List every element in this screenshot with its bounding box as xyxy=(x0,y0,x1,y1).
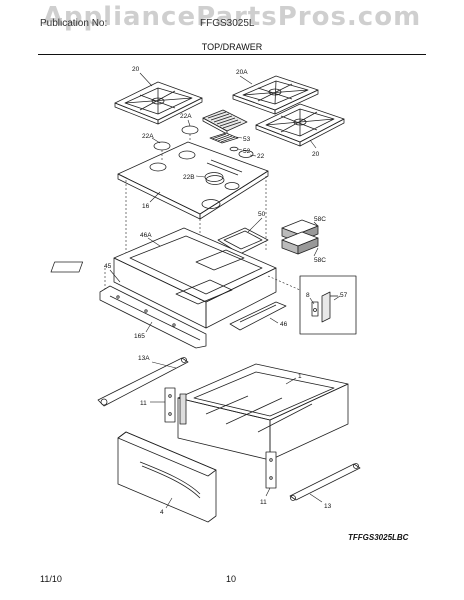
label-46a[interactable]: 46A xyxy=(140,232,152,239)
title-divider xyxy=(38,54,426,55)
label-22a-left[interactable]: 22A xyxy=(142,133,154,140)
label-20-right[interactable]: 20 xyxy=(312,151,320,158)
label-13a[interactable]: 13A xyxy=(138,355,150,362)
label-46[interactable]: 46 xyxy=(280,321,288,328)
grate-left[interactable] xyxy=(114,81,203,125)
label-4[interactable]: 4 xyxy=(160,509,164,516)
part-8[interactable] xyxy=(311,301,319,317)
bracket-11-right[interactable] xyxy=(265,451,277,489)
drawer-rail-13a[interactable] xyxy=(97,357,189,407)
label-8[interactable]: 8 xyxy=(306,292,310,299)
burner-cap-22[interactable] xyxy=(238,150,254,158)
footer-date: 11/10 xyxy=(40,574,62,584)
model-label: FFGS3025L xyxy=(200,18,255,29)
griddle-insert[interactable] xyxy=(202,109,248,135)
part-57[interactable] xyxy=(321,291,338,323)
footer-page-number: 10 xyxy=(226,574,237,584)
watermark: AppliancePartsPros.com xyxy=(42,2,422,32)
label-52[interactable]: 52 xyxy=(243,148,251,155)
diagram-code: TFFGS3025LBC xyxy=(348,533,409,542)
drawer-box[interactable] xyxy=(177,363,349,461)
label-45[interactable]: 45 xyxy=(104,263,112,270)
drawer-front-panel[interactable] xyxy=(117,431,217,523)
label-165[interactable]: 165 xyxy=(134,333,145,340)
label-22b[interactable]: 22B xyxy=(183,174,195,181)
label-57[interactable]: 57 xyxy=(340,292,348,299)
label-11-right[interactable]: 11 xyxy=(260,499,267,506)
label-20a[interactable]: 20A xyxy=(236,69,248,76)
label-58c-top[interactable]: 58C xyxy=(314,216,326,223)
grate-right[interactable] xyxy=(255,103,345,147)
label-13[interactable]: 13 xyxy=(324,503,332,510)
burner-cap-22a-left[interactable] xyxy=(153,141,171,151)
leader-lines xyxy=(109,72,341,509)
burner-cap-22a-top[interactable] xyxy=(181,125,199,135)
grate-20a[interactable] xyxy=(232,75,319,115)
part-53[interactable] xyxy=(209,132,239,144)
part-58c-blocks[interactable] xyxy=(281,219,319,255)
bracket-11-left[interactable] xyxy=(164,387,176,423)
label-22[interactable]: 22 xyxy=(257,153,265,160)
inset-box xyxy=(299,275,357,335)
part-number-labels: 20 20A 20 22A 22A 53 52 22 22B 16 50 58C… xyxy=(104,66,348,516)
part-52[interactable] xyxy=(229,146,239,152)
cooktop-main-top[interactable] xyxy=(117,141,269,220)
side-rail-46[interactable] xyxy=(229,301,287,331)
label-58c-bottom[interactable]: 58C xyxy=(314,257,326,264)
drawer-rail-13[interactable] xyxy=(289,463,361,501)
label-16[interactable]: 16 xyxy=(142,203,150,210)
label-50[interactable]: 50 xyxy=(258,211,266,218)
label-1[interactable]: 1 xyxy=(298,373,302,380)
label-11-left[interactable]: 11 xyxy=(140,400,147,407)
label-20-left[interactable]: 20 xyxy=(132,66,140,73)
publication-label: Publication No: xyxy=(40,18,108,29)
label-53[interactable]: 53 xyxy=(243,136,251,143)
front-manifold-panel[interactable] xyxy=(99,285,207,349)
section-title: TOP/DRAWER xyxy=(201,42,263,52)
label-22a-top[interactable]: 22A xyxy=(180,113,192,120)
main-top-body[interactable] xyxy=(50,227,277,329)
